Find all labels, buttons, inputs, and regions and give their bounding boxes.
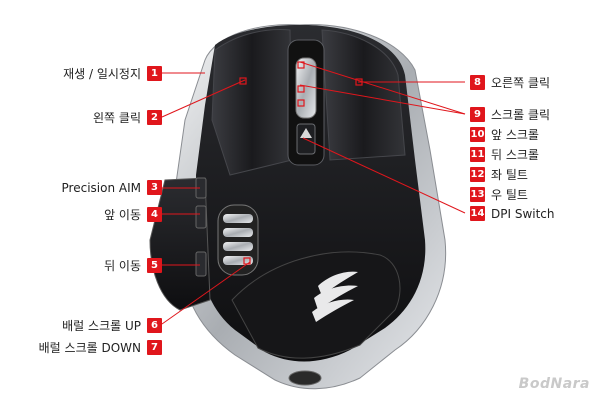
callout-8: 8 오른쪽 클릭 [470,74,550,91]
callout-9: 9 스크롤 클릭 [470,106,550,123]
callout-badge: 1 [147,66,162,81]
callout-badge: 3 [147,180,162,195]
callout-label: 배럴 스크롤 DOWN [38,341,141,355]
side-panel [149,177,211,311]
callout-2: 왼쪽 클릭 2 [93,109,162,126]
callout-14: 14 DPI Switch [470,206,555,221]
scroll-wheel[interactable] [295,57,317,119]
leader-9 [299,61,466,115]
callout-badge: 10 [470,127,485,142]
leader-14 [302,137,466,214]
callout-label: 우 틸트 [491,188,528,202]
callout-badge: 5 [147,258,162,273]
callout-badge: 14 [470,206,485,221]
forward-button[interactable] [195,205,207,229]
left-button[interactable] [211,29,293,176]
callout-badge: 7 [147,340,162,355]
leader-lines [161,61,466,325]
callout-12: 12 좌 틸트 [470,166,528,183]
barrel-scroll[interactable] [217,204,259,276]
callout-3: Precision AIM 3 [62,180,162,195]
claw-logo [312,271,358,322]
back-button[interactable] [195,251,207,277]
callout-label: 재생 / 일시정지 [63,67,141,81]
callout-13: 13 우 틸트 [470,186,528,203]
callout-badge: 12 [470,167,485,182]
callout-badge: 2 [147,110,162,125]
callout-11: 11 뒤 스크롤 [470,146,539,163]
leader-6 [161,261,251,325]
callout-badge: 6 [147,318,162,333]
callout-label: 앞 이동 [104,208,141,222]
markers [239,61,363,265]
callout-7: 배럴 스크롤 DOWN 7 [39,339,162,356]
callout-label: Precision AIM [61,180,141,195]
watermark-logo: BodNara [518,376,590,392]
callout-badge: 13 [470,187,485,202]
callout-label: 뒤 이동 [104,259,141,273]
palm-rest [231,251,401,359]
callout-badge: 9 [470,107,485,122]
callout-label: 좌 틸트 [491,168,528,182]
right-button[interactable] [321,29,406,161]
callout-label: 앞 스크롤 [491,128,539,142]
leader-10 [299,84,466,115]
callout-label: 오른쪽 클릭 [491,76,551,90]
callout-label: 왼쪽 클릭 [93,111,141,125]
callout-1: 재생 / 일시정지 1 [63,65,162,82]
callout-4: 앞 이동 4 [104,206,162,223]
callout-label: 스크롤 클릭 [491,108,551,122]
callout-5: 뒤 이동 5 [104,257,162,274]
callout-badge: 11 [470,147,485,162]
thumb-wheel [288,370,322,386]
callout-badge: 8 [470,75,485,90]
leader-2 [161,79,246,118]
callout-label: 뒤 스크롤 [491,148,539,162]
callout-10: 10 앞 스크롤 [470,126,539,143]
callout-label: 배럴 스크롤 UP [62,319,141,333]
callout-label: DPI Switch [491,206,555,221]
callout-6: 배럴 스크롤 UP 6 [62,317,162,334]
callout-badge: 4 [147,207,162,222]
